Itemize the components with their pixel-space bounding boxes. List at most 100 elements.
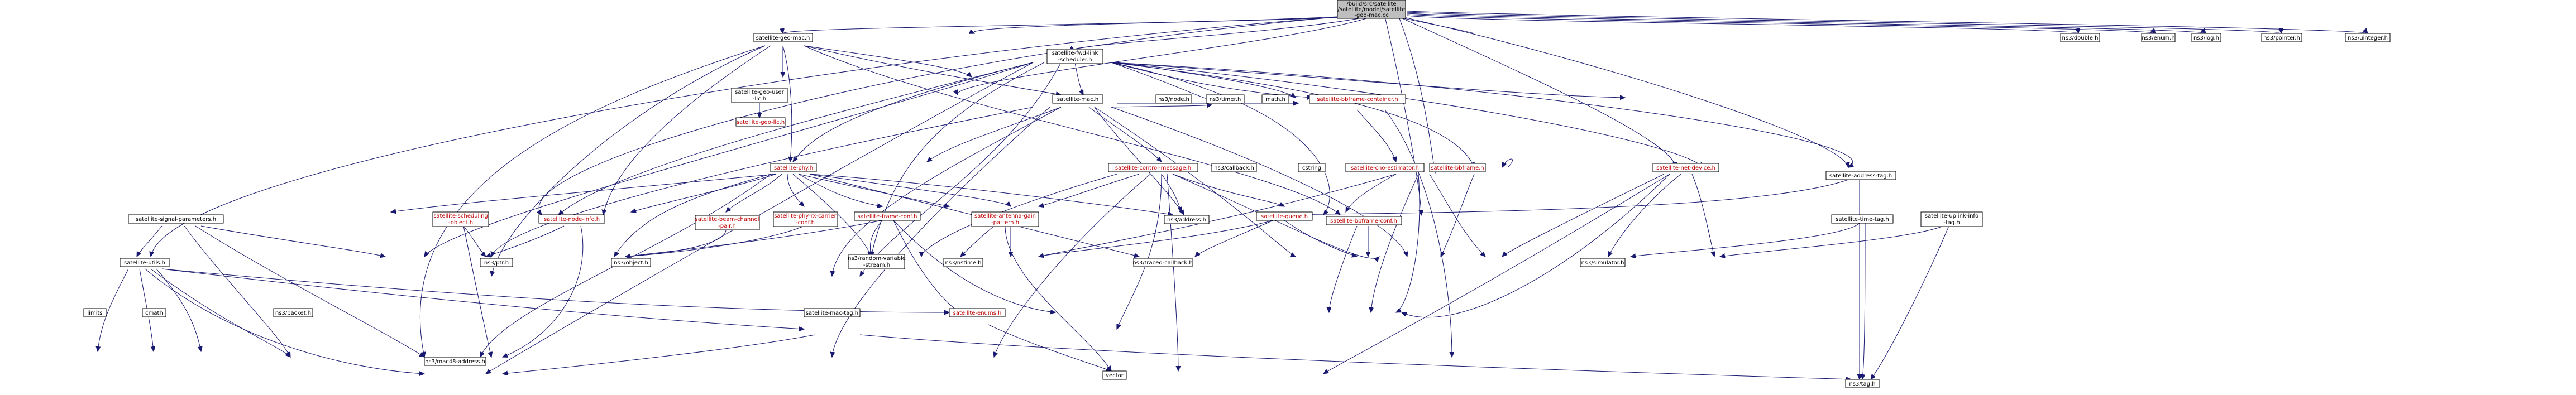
svg-text:satellite-phy-rx-carrier: satellite-phy-rx-carrier — [774, 213, 837, 219]
node-satellite-address-tag-h[interactable]: satellite-address-tag.h — [1825, 171, 1896, 180]
svg-text:vector: vector — [1106, 373, 1124, 379]
svg-text:satellite-mac-tag.h: satellite-mac-tag.h — [806, 310, 858, 316]
node-satellite-phy-h[interactable]: satellite-phy.h — [770, 163, 817, 172]
svg-text:ns3/random-variable: ns3/random-variable — [848, 256, 906, 262]
node-satellite-utils-h[interactable]: satellite-utils.h — [120, 258, 170, 267]
svg-text:satellite-frame-conf.h: satellite-frame-conf.h — [858, 214, 917, 220]
node-vector[interactable]: vector — [1102, 370, 1127, 380]
node-ns3-packet-h[interactable]: ns3/packet.h — [273, 308, 313, 317]
svg-text:ns3/pointer.h: ns3/pointer.h — [2263, 35, 2300, 41]
node-ns3-nstime-h[interactable]: ns3/nstime.h — [943, 258, 983, 267]
node-cmath[interactable]: cmath — [142, 308, 166, 317]
svg-text:-llc.h: -llc.h — [753, 96, 766, 102]
svg-text:ns3/simulator.h: ns3/simulator.h — [1581, 260, 1624, 266]
node-ns3-object-h[interactable]: ns3/object.h — [611, 258, 651, 267]
svg-text:satellite-enums.h: satellite-enums.h — [953, 310, 1002, 316]
node-satellite-phy-rx-carrier-conf-h[interactable]: satellite-phy-rx-carrier -conf.h — [773, 211, 838, 227]
node-satellite-net-device-h[interactable]: satellite-net-device.h — [1652, 163, 1719, 172]
graph-edges — [98, 11, 2368, 379]
node-ns3-address-h[interactable]: ns3/address.h — [1164, 215, 1210, 224]
svg-text:-pattern.h: -pattern.h — [991, 220, 1019, 226]
root-file-line-1: /build/src/satellite — [1346, 1, 1396, 7]
node-ns3-callback-h[interactable]: ns3/callback.h — [1211, 163, 1257, 172]
svg-text:-stream.h: -stream.h — [863, 262, 890, 268]
svg-text:satellite-beam-channel: satellite-beam-channel — [695, 216, 759, 223]
svg-text:satellite-scheduling: satellite-scheduling — [433, 213, 488, 219]
node-satellite-bbframe-container-h[interactable]: satellite-bbframe-container.h — [1309, 94, 1406, 104]
svg-text:-object.h: -object.h — [448, 220, 473, 226]
svg-text:satellite-node-info.h: satellite-node-info.h — [544, 216, 600, 223]
svg-text:ns3/nstime.h: ns3/nstime.h — [945, 260, 982, 266]
node-satellite-beam-channel-pair-h[interactable]: satellite-beam-channel -pair.h — [695, 215, 760, 230]
svg-text:satellite-geo-user: satellite-geo-user — [735, 89, 785, 95]
node-ns3-timer-h[interactable]: ns3/timer.h — [1206, 94, 1245, 104]
svg-text:ns3/tag.h: ns3/tag.h — [1849, 381, 1875, 387]
root-file-line-3: -geo-mac.cc — [1354, 12, 1389, 18]
node-satellite-mac-h[interactable]: satellite-mac.h — [1052, 94, 1103, 104]
svg-text:ns3/ptr.h: ns3/ptr.h — [484, 260, 509, 266]
graph-nodes: /build/src/satellite /satellite/model/sa… — [83, 0, 2391, 388]
node-ns3-random-variable-stream-h[interactable]: ns3/random-variable -stream.h — [848, 254, 906, 269]
node-satellite-enums-h[interactable]: satellite-enums.h — [949, 308, 1006, 317]
node-satellite-cno-estimator-h[interactable]: satellite-cno-estimator.h — [1345, 163, 1425, 172]
svg-text:satellite-net-device.h: satellite-net-device.h — [1656, 165, 1715, 171]
node-satellite-signal-parameters-h[interactable]: satellite-signal-parameters.h — [128, 214, 224, 224]
node-ns3-traced-callback-h[interactable]: ns3/traced-callback.h — [1132, 258, 1193, 267]
node-satellite-bbframe-conf-h[interactable]: satellite-bbframe-conf.h — [1326, 216, 1402, 225]
svg-text:satellite-uplink-info: satellite-uplink-info — [1925, 213, 1978, 219]
svg-text:ns3/callback.h: ns3/callback.h — [1214, 165, 1254, 171]
node-ns3-uinteger-h[interactable]: ns3/uinteger.h — [2345, 33, 2391, 42]
node-satellite-bbframe-h[interactable]: satellite-bbframe.h — [1429, 163, 1486, 172]
svg-text:ns3/node.h: ns3/node.h — [1158, 97, 1189, 103]
svg-text:satellite-bbframe-conf.h: satellite-bbframe-conf.h — [1330, 218, 1397, 224]
node-ns3-simulator-h[interactable]: ns3/simulator.h — [1580, 258, 1626, 267]
svg-text:satellite-signal-parameters.h: satellite-signal-parameters.h — [136, 216, 216, 223]
node-math-h[interactable]: math.h — [1261, 94, 1289, 104]
node-ns3-pointer-h[interactable]: ns3/pointer.h — [2261, 33, 2302, 42]
node-limits[interactable]: limits — [83, 308, 107, 317]
svg-text:cmath: cmath — [145, 310, 163, 316]
svg-text:ns3/timer.h: ns3/timer.h — [1210, 97, 1241, 103]
svg-text:-tag.h: -tag.h — [1943, 220, 1960, 226]
node-ns3-enum-h[interactable]: ns3/enum.h — [2141, 33, 2176, 42]
svg-text:satellite-control-message.h: satellite-control-message.h — [1115, 165, 1191, 171]
node-ns3-mac48-address-h[interactable]: ns3/mac48-address.h — [424, 357, 486, 366]
node-ns3-node-h[interactable]: ns3/node.h — [1155, 94, 1192, 104]
node-satellite-node-info-h[interactable]: satellite-node-info.h — [538, 214, 605, 224]
svg-text:satellite-antenna-gain: satellite-antenna-gain — [974, 213, 1036, 219]
node-ns3-tag-h[interactable]: ns3/tag.h — [1845, 379, 1880, 388]
svg-text:ns3/uinteger.h: ns3/uinteger.h — [2348, 35, 2388, 41]
node-ns3-ptr-h[interactable]: ns3/ptr.h — [480, 258, 513, 267]
svg-text:ns3/traced-callback.h: ns3/traced-callback.h — [1132, 260, 1193, 266]
node-satellite-uplink-info-tag-h[interactable]: satellite-uplink-info -tag.h — [1920, 211, 1983, 227]
svg-text:limits: limits — [87, 310, 102, 316]
svg-text:ns3/enum.h: ns3/enum.h — [2142, 35, 2174, 41]
node-satellite-time-tag-h[interactable]: satellite-time-tag.h — [1831, 214, 1894, 224]
svg-text:satellite-bbframe.h: satellite-bbframe.h — [1431, 165, 1484, 171]
svg-text:satellite-phy.h: satellite-phy.h — [774, 165, 813, 171]
node-satellite-mac-tag-h[interactable]: satellite-mac-tag.h — [804, 308, 861, 317]
node-satellite-control-message-h[interactable]: satellite-control-message.h — [1108, 163, 1198, 172]
node-satellite-scheduling-object-h[interactable]: satellite-scheduling -object.h — [432, 211, 489, 227]
svg-text:satellite-address-tag.h: satellite-address-tag.h — [1829, 173, 1892, 179]
node-satellite-geo-user-llc-h[interactable]: satellite-geo-user -llc.h — [731, 88, 788, 103]
svg-text:ns3/double.h: ns3/double.h — [2062, 35, 2099, 41]
node-satellite-antenna-gain-pattern-h[interactable]: satellite-antenna-gain -pattern.h — [971, 211, 1039, 227]
node-ns3-double-h[interactable]: ns3/double.h — [2060, 33, 2100, 42]
node-cstring[interactable]: cstring — [1298, 163, 1326, 172]
svg-text:cstring: cstring — [1302, 165, 1321, 171]
node-satellite-queue-h[interactable]: satellite-queue.h — [1256, 211, 1313, 221]
svg-text:satellite-geo-mac.h: satellite-geo-mac.h — [756, 35, 810, 41]
svg-text:-pair.h: -pair.h — [718, 223, 736, 229]
node-satellite-geo-llc-h[interactable]: satellite-geo-llc.h — [735, 117, 786, 127]
svg-text:ns3/packet.h: ns3/packet.h — [275, 310, 311, 316]
svg-text:ns3/log.h: ns3/log.h — [2193, 35, 2219, 41]
node-satellite-fwd-link-scheduler-h[interactable]: satellite-fwd-link -scheduler.h — [1046, 49, 1103, 64]
svg-text:satellite-fwd-link: satellite-fwd-link — [1052, 50, 1098, 56]
node-satellite-geo-mac-h[interactable]: satellite-geo-mac.h — [753, 33, 813, 42]
root-file-line-2: /satellite/model/satellite — [1338, 7, 1406, 13]
svg-text:math.h: math.h — [1265, 97, 1285, 103]
node-satellite-frame-conf-h[interactable]: satellite-frame-conf.h — [854, 211, 921, 221]
node-ns3-log-h[interactable]: ns3/log.h — [2191, 33, 2221, 42]
